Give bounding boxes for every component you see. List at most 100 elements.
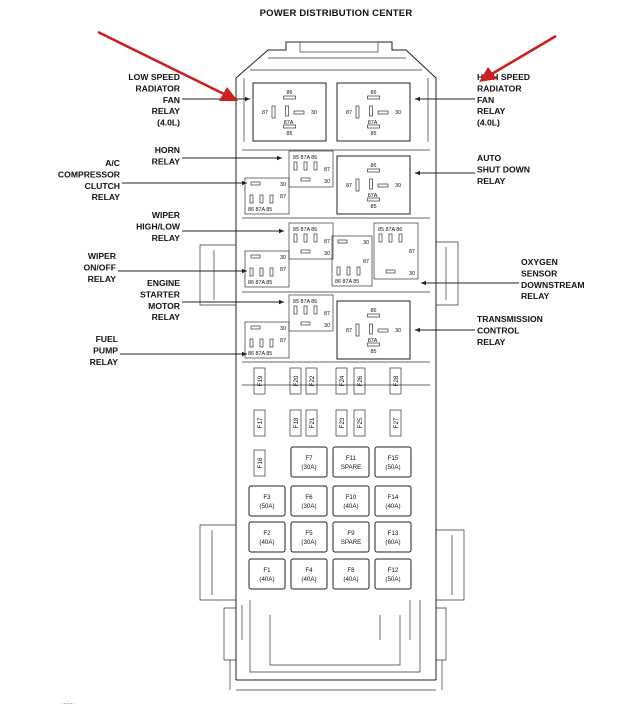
pin-85-label: 85 bbox=[371, 131, 377, 137]
maxi-fuse-name: F7 bbox=[305, 455, 313, 462]
mini-fuse-f25: F25 bbox=[353, 409, 366, 437]
pin-87-label: 87 bbox=[324, 239, 330, 245]
maxi-fuse-f4: F4 (40A) bbox=[290, 558, 328, 590]
mini-fuse-label: F26 bbox=[357, 375, 364, 386]
maxi-fuse-rating: (50A) bbox=[385, 576, 400, 583]
pin-86-label: 86 bbox=[371, 90, 377, 96]
maxi-fuse-rating: (30A) bbox=[301, 503, 316, 510]
pin-87-label: 87 bbox=[346, 183, 352, 189]
pin-30-label: 30 bbox=[311, 110, 317, 116]
maxi-fuse-rating: (30A) bbox=[301, 539, 316, 546]
maxi-fuse-name: F3 bbox=[263, 494, 271, 501]
maxi-fuse-rating: (40A) bbox=[259, 576, 274, 583]
maxi-fuse-rating: (50A) bbox=[385, 464, 400, 471]
maxi-fuse-rating: SPARE bbox=[341, 539, 362, 546]
maxi-fuse-name: F4 bbox=[305, 567, 313, 574]
maxi-fuse-f15: F15 (50A) bbox=[374, 446, 412, 478]
maxi-fuse-rating: (50A) bbox=[259, 503, 274, 510]
mini-fuse-f26: F26 bbox=[353, 367, 366, 395]
mini-fuse-f21: F21 bbox=[305, 409, 318, 437]
leader-arrowhead bbox=[242, 268, 247, 274]
leader-arrowhead bbox=[421, 280, 426, 286]
red-arrow-right-head bbox=[479, 67, 497, 82]
maxi-fuse-f13: F13(60A) bbox=[374, 521, 412, 553]
pin-85-label: 85 bbox=[287, 131, 293, 137]
maxi-fuse-rating: SPARE bbox=[341, 464, 362, 471]
mini-fuse-label: F23 bbox=[339, 417, 346, 428]
pin-30-label: 30 bbox=[363, 240, 369, 246]
maxi-fuse-f14: F14 (40A) bbox=[374, 485, 412, 517]
maxi-fuse-rating: (40A) bbox=[343, 576, 358, 583]
leader-arrowhead bbox=[415, 96, 420, 102]
pin-87-label: 87 bbox=[324, 167, 330, 173]
leader-arrowhead bbox=[277, 155, 282, 161]
maxi-fuse-name: F10 bbox=[346, 494, 357, 501]
pin-30-label: 30 bbox=[280, 326, 286, 332]
maxi-fuse-rating: (40A) bbox=[385, 503, 400, 510]
maxi-fuse-name: F15 bbox=[388, 455, 399, 462]
mini-fuse-label: F17 bbox=[257, 417, 264, 428]
mini-fuse-f28: F28 bbox=[389, 367, 402, 395]
pin-87a-label: 87A bbox=[368, 193, 378, 199]
mini-fuse-f19: F19 bbox=[253, 367, 266, 395]
pin-30-label: 30 bbox=[395, 183, 401, 189]
maxi-fuse-name: F1 bbox=[263, 567, 271, 574]
maxi-fuse-f10: F10 (40A) bbox=[332, 485, 370, 517]
mini-fuse-f27: F27 bbox=[389, 409, 402, 437]
pin-87-label: 87 bbox=[280, 267, 286, 273]
mini-fuse-label: F20 bbox=[293, 375, 300, 386]
mini-fuse-f24: F24 bbox=[335, 367, 348, 395]
diagram-title: POWER DISTRIBUTION CENTER bbox=[260, 8, 413, 19]
mini-fuse-f22: F22 bbox=[305, 367, 318, 395]
maxi-fuse-f1: F1 (40A) bbox=[248, 558, 286, 590]
leader-arrowhead bbox=[279, 228, 284, 234]
pin-30-label: 30 bbox=[395, 110, 401, 116]
pin-row-bottom-label: 86 87A 85 bbox=[248, 207, 272, 213]
maxi-fuse-rating: (40A) bbox=[301, 576, 316, 583]
pin-30-label: 30 bbox=[280, 182, 286, 188]
maxi-fuse-f2: F2(40A) bbox=[248, 521, 286, 553]
red-arrow-left bbox=[97, 30, 227, 97]
pin-87-label: 87 bbox=[280, 338, 286, 344]
pin-row-bottom-label: 86 87A 85 bbox=[335, 279, 359, 285]
mini-fuse-f18: F18 bbox=[289, 409, 302, 437]
pin-87-label: 87 bbox=[280, 194, 286, 200]
pin-87-label: 87 bbox=[346, 328, 352, 334]
maxi-fuse-name: F11 bbox=[346, 455, 357, 462]
maxi-fuse-name: F14 bbox=[388, 494, 399, 501]
mini-fuse-label: F24 bbox=[339, 375, 346, 386]
mini-fuse-f23: F23 bbox=[335, 409, 348, 437]
mini-fuse-label: F21 bbox=[309, 417, 316, 428]
maxi-fuse-f5: F5 (30A) bbox=[290, 521, 328, 553]
pin-86-label: 86 bbox=[371, 308, 377, 314]
maxi-fuse-f12: F12 (50A) bbox=[374, 558, 412, 590]
maxi-fuse-name: F12 bbox=[388, 567, 399, 574]
maxi-fuse-name: F5 bbox=[305, 530, 313, 537]
mini-fuse-label: F16 bbox=[257, 457, 264, 468]
maxi-fuse-rating: (30A) bbox=[301, 464, 316, 471]
pin-30-label: 30 bbox=[409, 271, 415, 277]
pin-87a-label: 87A bbox=[368, 338, 378, 344]
pin-86-label: 86 bbox=[287, 90, 293, 96]
leader-lines bbox=[118, 96, 519, 357]
leader-arrowhead bbox=[242, 180, 247, 186]
maxi-fuse-rating: (40A) bbox=[343, 503, 358, 510]
mini-fuse-label: F27 bbox=[393, 417, 400, 428]
relay-ac-clutch: 30 86 87A 85 87 bbox=[244, 177, 290, 215]
